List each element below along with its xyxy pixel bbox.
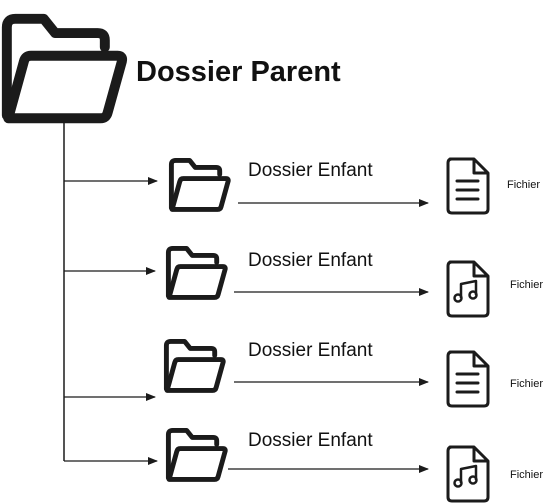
child-folder-label: Dossier Enfant <box>248 160 373 181</box>
child-folder-label: Dossier Enfant <box>248 340 373 361</box>
child-folder-label: Dossier Enfant <box>248 430 373 451</box>
music-file-icon <box>446 445 490 503</box>
root-folder-icon <box>7 19 122 118</box>
file-label: Fichier <box>510 378 544 390</box>
child-folder-label: Dossier Enfant <box>248 250 373 271</box>
child-folder-icon-4 <box>168 430 225 479</box>
document-icon <box>446 350 490 408</box>
child-folder-icon-3 <box>166 341 223 390</box>
document-icon <box>446 157 490 215</box>
file-label: Fichier <box>510 469 544 481</box>
file-label: Fichier <box>510 279 544 291</box>
root-folder-label: Dossier Parent <box>136 56 341 88</box>
file-label: Fichier <box>507 179 541 191</box>
music-file-icon <box>446 260 490 318</box>
child-folder-icon-1 <box>171 160 228 209</box>
child-folder-icon-2 <box>168 248 225 297</box>
